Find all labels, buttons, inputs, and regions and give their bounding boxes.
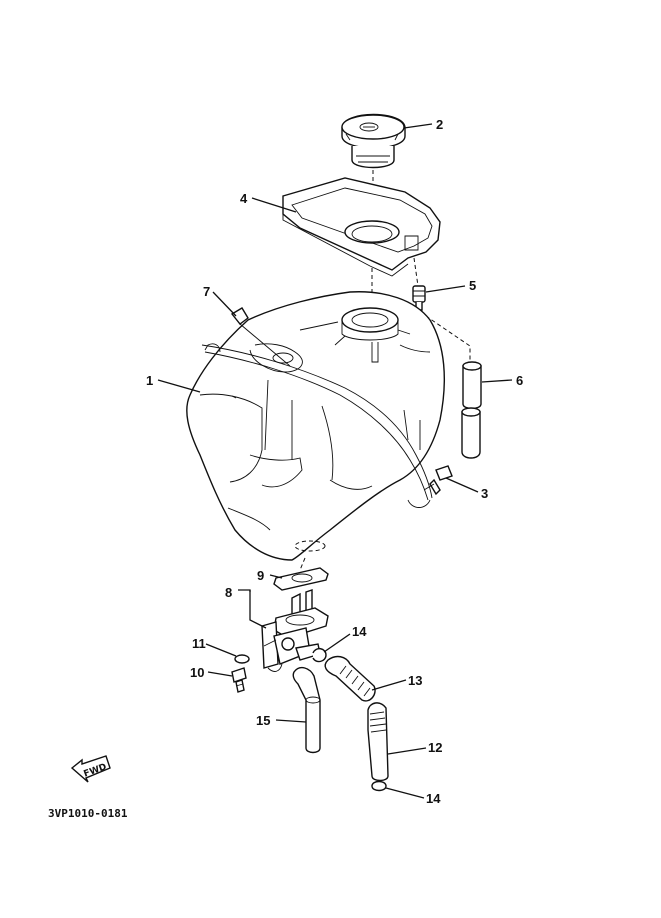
callout-labels: 2 4 5 7 6 1 3 9 8 11 14 10 13 15 12 14 (146, 117, 523, 806)
part-10-screw (231, 667, 247, 693)
axis-line-cover (413, 257, 419, 287)
callout-4: 4 (240, 191, 248, 206)
part-14-clamp-upper (312, 648, 327, 663)
callout-5: 5 (469, 278, 476, 293)
callout-14-upper: 14 (352, 624, 367, 639)
fwd-arrow-icon: FWD (70, 755, 111, 783)
part-9-gasket (273, 567, 329, 591)
callout-7: 7 (203, 284, 210, 299)
leader-lines (157, 123, 513, 799)
callout-15: 15 (256, 713, 270, 728)
part-3-bolt (423, 465, 453, 496)
part-6-breather-hose (461, 361, 482, 459)
part-4-tank-cover (282, 177, 441, 277)
callout-14-lower: 14 (426, 791, 441, 806)
axis-line-hose-6 (419, 311, 471, 362)
part-7-clip (230, 307, 291, 367)
callout-6: 6 (516, 373, 523, 388)
callout-10: 10 (190, 665, 204, 680)
callout-8: 8 (225, 585, 232, 600)
callout-11: 11 (192, 636, 206, 651)
callout-12: 12 (428, 740, 442, 755)
axis-line-gasket (299, 557, 306, 571)
part-11-washer (234, 654, 250, 664)
callout-2: 2 (436, 117, 443, 132)
part-13-fuel-hose (324, 655, 376, 702)
diagram-code: 3VP1010-0181 (48, 807, 128, 820)
callout-13: 13 (408, 673, 422, 688)
part-12-fuel-hose (367, 702, 389, 782)
part-8-fuel-cock (261, 589, 329, 672)
callout-9: 9 (257, 568, 264, 583)
part-14-clamp-lower (371, 780, 387, 792)
part-2-fuel-cap (341, 113, 406, 169)
callout-1: 1 (146, 373, 153, 388)
callout-3: 3 (481, 486, 488, 501)
part-1-fuel-tank (186, 291, 446, 561)
part-15-drain-hose (292, 666, 321, 754)
